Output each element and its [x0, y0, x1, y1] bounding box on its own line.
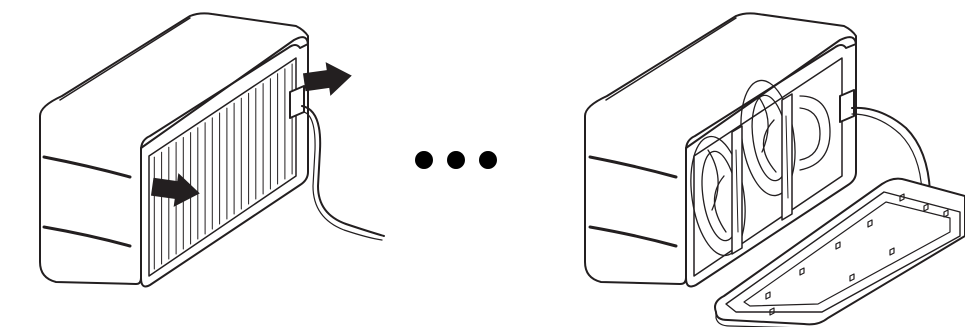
ellipsis-dot — [447, 151, 465, 169]
enclosure-top-edge — [60, 18, 190, 100]
ellipsis-icon — [415, 151, 497, 169]
grille-ribs — [154, 64, 292, 269]
fan-back — [800, 96, 830, 170]
power-port — [840, 90, 854, 122]
enclosure-closed — [40, 13, 384, 286]
front-face-frame — [141, 37, 308, 286]
side-groove-upper — [590, 157, 676, 177]
enclosure-top-edge — [606, 18, 736, 100]
arrow-right-icon — [302, 59, 354, 99]
power-port — [290, 86, 304, 118]
side-groove-lower — [44, 227, 130, 246]
removed-front-panel — [715, 179, 965, 327]
side-groove-upper — [44, 157, 130, 177]
enclosure-body — [40, 13, 308, 284]
ellipsis-dot — [479, 151, 497, 169]
ellipsis-dot — [415, 151, 433, 169]
side-groove-lower — [590, 227, 676, 246]
enclosure-opened — [585, 13, 965, 327]
